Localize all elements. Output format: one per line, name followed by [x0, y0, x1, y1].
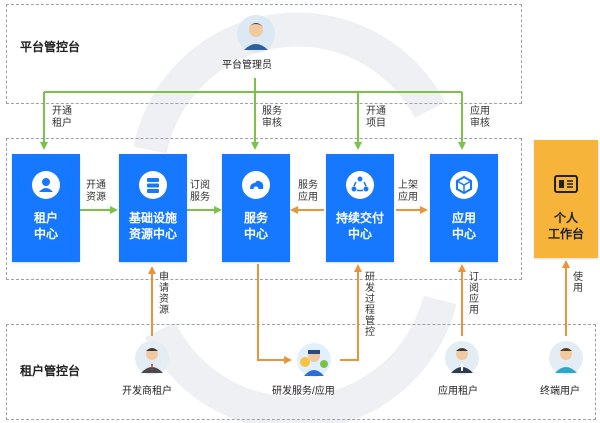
developer-tenant-label: 开发商租户 — [122, 386, 172, 397]
tenant-zone — [6, 324, 596, 420]
app-tenant-avatar-icon — [445, 341, 479, 375]
workspace-label: 个人 工作台 — [547, 211, 584, 241]
dev-service-label: 研发服务/应用 — [272, 386, 335, 397]
id-card-icon — [552, 170, 580, 198]
service-center-label: 服务 中心 — [243, 211, 268, 241]
workspace-card: 个人 工作台 — [534, 140, 598, 258]
platform-admin-avatar-icon — [237, 15, 275, 53]
app-center-label: 应用 中心 — [451, 211, 476, 241]
edge-label-service-app: 服务 应用 — [298, 180, 318, 203]
app-center-card: 应用 中心 — [430, 154, 498, 262]
admin-bus-line — [44, 78, 462, 93]
middle-zone — [6, 138, 522, 280]
edge-label-app-review: 应用 审核 — [470, 106, 490, 129]
edge-label-dev-process: 研发过程管控 — [365, 272, 375, 338]
edge-label-open-project: 开通 项目 — [366, 106, 386, 129]
delivery-center-label: 持续交付 中心 — [335, 211, 384, 241]
edge-label-subscribe-service: 订阅 服务 — [190, 180, 210, 203]
end-user-label: 终端用户 — [540, 386, 580, 397]
dev-to-delivery-line — [340, 264, 362, 361]
server-stack-icon — [139, 171, 167, 199]
edge-label-service-review: 服务 审核 — [262, 106, 282, 129]
cloud-gear-icon — [242, 171, 270, 199]
user-group-icon — [32, 171, 60, 199]
edge-label-subscribe-app: 订阅应用 — [469, 272, 479, 316]
infra-center-label: 基础设施 资源中心 — [128, 211, 177, 241]
platform-zone — [6, 4, 522, 104]
delivery-center-card: 持续交付 中心 — [326, 154, 394, 262]
cube-icon — [450, 171, 478, 199]
edge-label-apply-resource: 申请资源 — [159, 272, 169, 316]
service-center-card: 服务 中心 — [222, 154, 290, 262]
dev-service-avatar-icon — [297, 343, 331, 377]
tenant-center-label: 租户 中心 — [33, 211, 58, 241]
platform-zone-label: 平台管控台 — [20, 40, 81, 54]
tenant-zone-label: 租户管控台 — [20, 364, 81, 378]
developer-tenant-avatar-icon — [135, 341, 169, 375]
edge-label-open-resource: 开通 资源 — [86, 180, 106, 203]
app-tenant-label: 应用租户 — [438, 386, 478, 397]
infra-center-card: 基础设施 资源中心 — [119, 154, 187, 262]
cycle-icon — [346, 171, 374, 199]
edge-label-publish-app: 上架 应用 — [398, 180, 418, 203]
service-to-dev-line — [257, 264, 292, 364]
end-user-avatar-icon — [549, 341, 583, 375]
edge-label-use: 使用 — [573, 272, 583, 294]
edge-label-open-tenant: 开通 租户 — [52, 106, 72, 129]
tenant-center-card: 租户 中心 — [12, 154, 80, 262]
platform-admin-label: 平台管理员 — [222, 60, 272, 71]
